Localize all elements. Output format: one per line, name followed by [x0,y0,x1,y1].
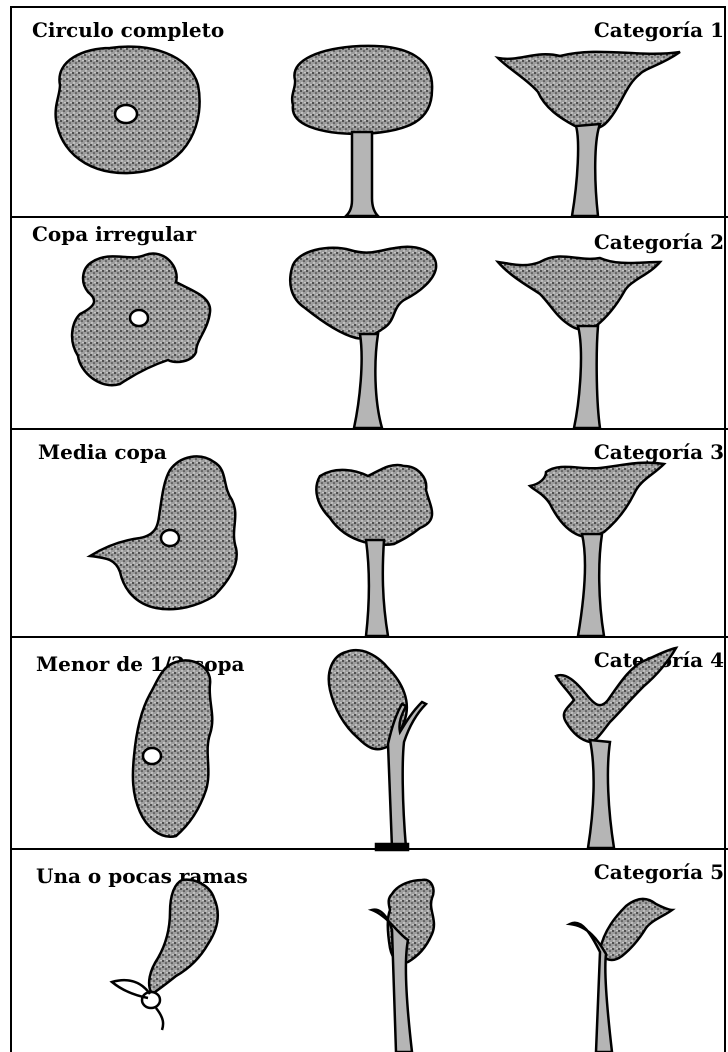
row-2-tree-front-icon [290,247,436,428]
row-5-top-view-icon [112,880,218,1030]
row-5-tree-front-icon [372,880,434,1052]
row-1-tree-front-icon [292,46,432,216]
row-4-tree-front-icon [329,650,426,850]
row-4-top-view-icon [133,660,212,836]
row-2-top-view-icon [72,254,210,386]
row-2-tree-side-icon [498,257,660,428]
row-3-tree-front-icon [316,465,432,636]
row-4-tree-side-icon [556,648,676,848]
row-3-tree-side-icon [530,463,664,636]
row-3-top-view-icon [90,456,237,609]
row-1-top-view-icon [56,47,200,174]
row-1-tree-side-icon [498,52,680,216]
row-5-tree-side-icon [570,899,672,1052]
